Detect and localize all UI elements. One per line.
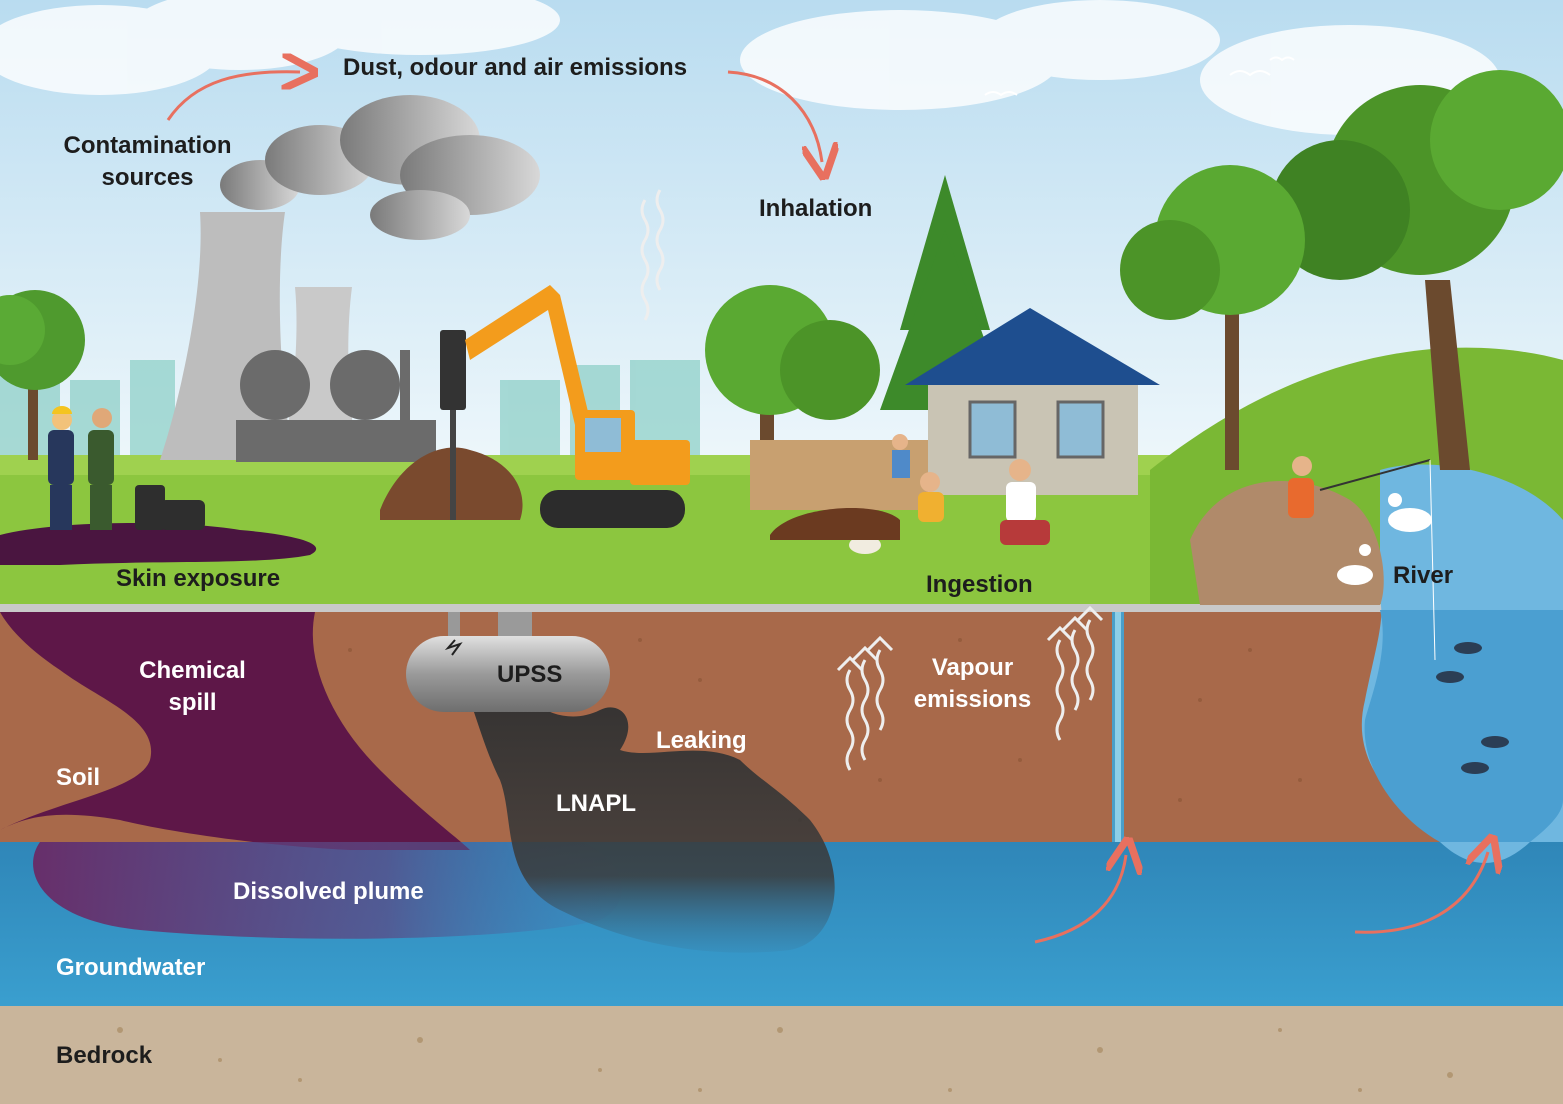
label-inhalation: Inhalation (759, 195, 873, 222)
label-bedrock: Bedrock (56, 1042, 153, 1069)
garden-bed (770, 508, 900, 540)
smoke (220, 95, 540, 240)
factory (160, 212, 436, 462)
riverbank (1190, 456, 1436, 661)
upss-pipe (448, 612, 460, 642)
vapour-squiggles (640, 189, 1095, 771)
arrow-groundwater-to-bore (1034, 855, 1126, 944)
label-upss: UPSS (497, 661, 563, 688)
lnapl-plume (450, 646, 835, 953)
excavator (380, 285, 690, 528)
label-river: River (1393, 562, 1454, 589)
bedrock-layer (0, 1006, 1563, 1104)
upss-pipe-2 (498, 612, 532, 638)
surface-spill (0, 523, 317, 565)
tree-left (0, 290, 85, 460)
label-leaking: Leaking (656, 727, 747, 754)
chemical-spill (0, 612, 470, 850)
family (849, 434, 1050, 554)
arrow-dust-to-inhalation (727, 70, 822, 162)
label-groundwater: Groundwater (56, 954, 206, 981)
pathway-arrows (166, 70, 1488, 944)
label-contamination-sources: Contamination sources (63, 132, 232, 191)
label-skin-exposure: Skin exposure (116, 565, 281, 592)
dissolved-plume (33, 842, 622, 939)
upss-tank (406, 636, 610, 712)
birds (984, 56, 1295, 97)
label-chemical-spill: Chemical spill (139, 657, 246, 716)
vapour-chevrons (836, 605, 1104, 672)
pelicans (1337, 493, 1432, 585)
label-dissolved-plume: Dissolved plume (233, 878, 424, 905)
arrow-contamination-to-dust (166, 72, 300, 121)
label-vapour-emissions: Vapour emissions (913, 654, 1032, 713)
label-soil: Soil (56, 764, 101, 791)
label-dust-emissions: Dust, odour and air emissions (343, 54, 688, 81)
trees-right (1120, 70, 1563, 470)
fence (750, 440, 940, 510)
oil-barrels (135, 485, 205, 530)
label-lnapl: LNAPL (556, 790, 636, 817)
house (905, 308, 1160, 495)
arrow-groundwater-to-river (1354, 852, 1488, 934)
workers (48, 406, 114, 530)
label-ingestion: Ingestion (926, 571, 1033, 598)
fish (1436, 642, 1509, 774)
